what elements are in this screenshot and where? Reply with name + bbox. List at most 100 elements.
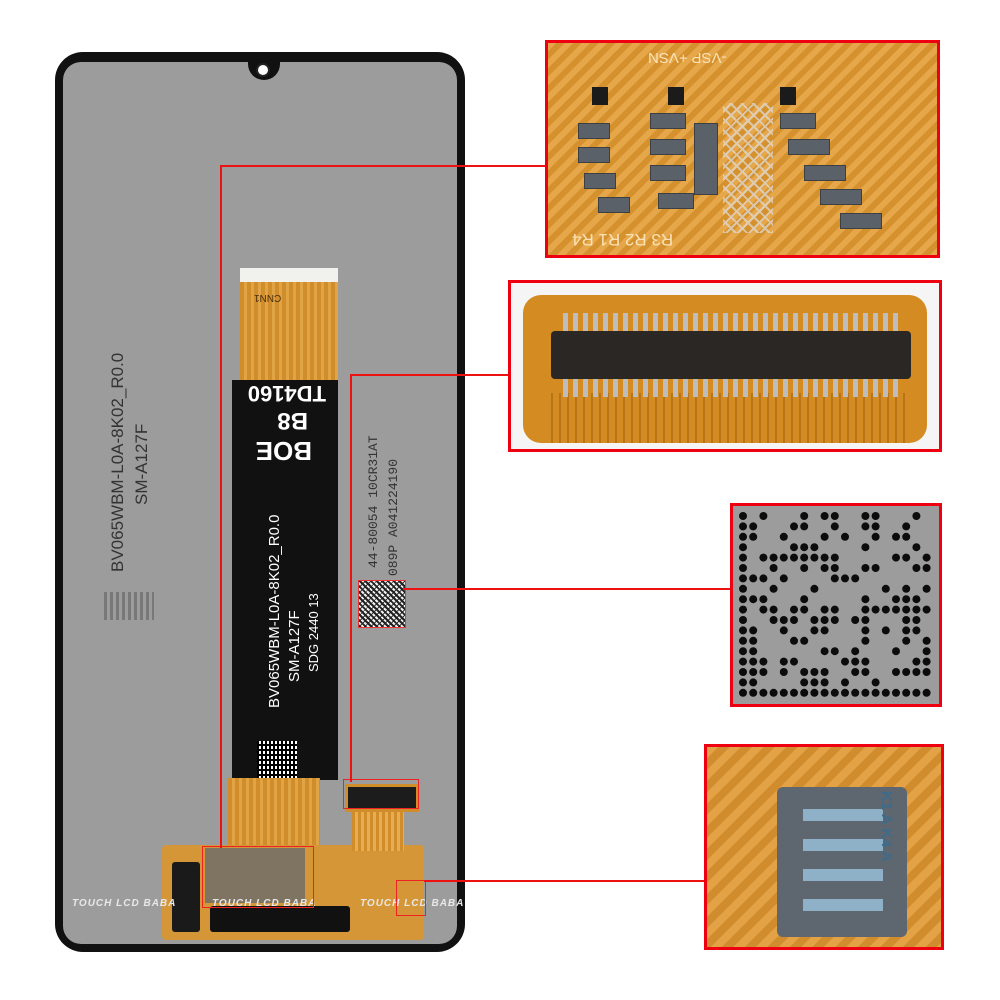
datamatrix-dot (769, 564, 778, 572)
flex-black-section (232, 380, 338, 780)
datamatrix-dot (881, 626, 890, 635)
flex-top-section: CNN1 (240, 282, 338, 382)
smd-component (658, 193, 694, 209)
flex-b8-label: B8 (277, 407, 308, 434)
datamatrix-dot (800, 522, 809, 531)
datamatrix-dot (912, 595, 921, 604)
datamatrix-dot (800, 688, 809, 697)
led-strip (803, 869, 883, 881)
datamatrix-dot (779, 553, 788, 562)
datamatrix-dot (922, 605, 931, 614)
datamatrix-dot (861, 668, 870, 676)
watermark: TOUCH LCD BABA (72, 898, 177, 909)
flex-boe-label: BOE (255, 436, 312, 466)
datamatrix-dot (830, 564, 839, 572)
datamatrix-code (358, 580, 406, 628)
datamatrix-dot (892, 668, 900, 676)
datamatrix-dot (810, 626, 819, 635)
ic-chip (668, 87, 684, 105)
datamatrix-dot (779, 574, 788, 583)
datamatrix-dot (861, 595, 870, 604)
datamatrix-dot (810, 553, 819, 562)
datamatrix-dot (759, 605, 768, 614)
datamatrix-dot (739, 512, 747, 520)
flex-white-tip (240, 268, 338, 282)
ic-chip (780, 87, 796, 105)
datamatrix-dot (739, 584, 747, 593)
datamatrix-dot (769, 605, 778, 614)
marker-led (396, 880, 426, 916)
mesh-area (723, 103, 773, 233)
datamatrix-dot (912, 616, 921, 624)
datamatrix-dot (810, 584, 819, 593)
datamatrix-dot (892, 605, 900, 614)
smd-component (650, 113, 686, 129)
callout-line (350, 374, 510, 376)
datamatrix-dot (739, 688, 747, 697)
datamatrix-dot (769, 553, 778, 562)
datamatrix-zoom (739, 512, 931, 697)
datamatrix-dot (861, 657, 870, 666)
datamatrix-dot (769, 616, 778, 624)
datamatrix-dot (922, 657, 931, 666)
smd-component (780, 113, 816, 129)
datamatrix-dot (892, 532, 900, 541)
datamatrix-dot (790, 688, 798, 697)
led-strip (803, 809, 883, 821)
board-connector (551, 331, 911, 379)
datamatrix-dot (779, 657, 788, 666)
datamatrix-dot (912, 543, 921, 552)
datamatrix-dot (861, 626, 870, 635)
datamatrix-dot (820, 668, 829, 676)
datamatrix-dot (739, 678, 747, 687)
datamatrix-dot (841, 657, 849, 666)
datamatrix-dot (810, 543, 819, 552)
datamatrix-dot (922, 668, 931, 676)
datamatrix-dot (902, 636, 911, 645)
datamatrix-dot (800, 553, 809, 562)
datamatrix-dot (912, 605, 921, 614)
datamatrix-dot (861, 605, 870, 614)
datamatrix-dot (759, 595, 768, 604)
smd-component (578, 147, 610, 163)
datamatrix-dot (739, 616, 747, 624)
datamatrix-dot (790, 636, 798, 645)
datamatrix-dot (861, 512, 870, 520)
zoom-panel-datamatrix (730, 503, 942, 707)
datamatrix-dot (922, 553, 931, 562)
traces (551, 393, 911, 443)
datamatrix-dot (871, 605, 880, 614)
datamatrix-dot (912, 564, 921, 572)
datamatrix-dot (912, 688, 921, 697)
datamatrix-dot (861, 688, 870, 697)
datamatrix-dot (769, 688, 778, 697)
callout-line (220, 165, 547, 167)
marker-connector (343, 779, 419, 809)
smd-component (584, 173, 616, 189)
datamatrix-dot (790, 543, 798, 552)
panel-sm-label: SM-A127F (132, 423, 151, 505)
datamatrix-dot (902, 532, 911, 541)
datamatrix-dot (861, 543, 870, 552)
flex-sdg-label: SDG 2440 13 (306, 593, 321, 672)
cnn-label: CNN1 (254, 292, 282, 303)
callout-line (404, 588, 732, 590)
zoom-panel-led: K1 A K4 A (704, 744, 944, 950)
flex-td-label: TD4160 (247, 381, 326, 406)
datamatrix-dot (851, 647, 860, 656)
datamatrix-dot (861, 636, 870, 645)
vsp-vsn-label: -VSP +VSN (648, 49, 727, 66)
black-slot (172, 862, 200, 932)
datamatrix-dot (902, 595, 911, 604)
datamatrix-dot (810, 616, 819, 624)
resistor-labels: R3 R2 R1 R4 (572, 230, 674, 249)
datamatrix-dot (800, 668, 809, 676)
datamatrix-dot (739, 553, 747, 562)
datamatrix-dot (749, 668, 758, 676)
datamatrix-dot (912, 657, 921, 666)
zoom-panel-components: -VSP +VSN R3 R2 R1 R4 (545, 40, 940, 258)
datamatrix-dot (810, 688, 819, 697)
zoom-panel-connector (508, 280, 942, 452)
datamatrix-dot (830, 647, 839, 656)
datamatrix-dot (759, 553, 768, 562)
